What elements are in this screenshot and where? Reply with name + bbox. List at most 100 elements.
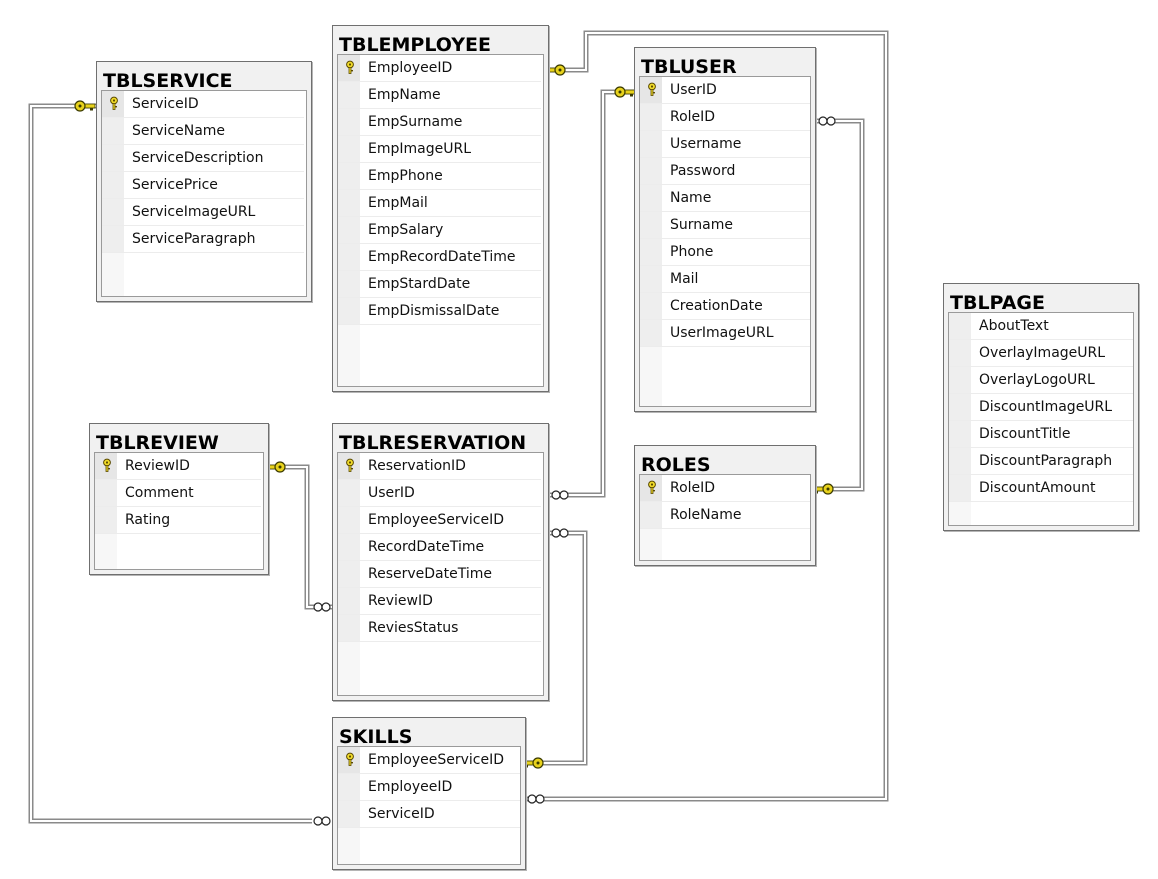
row-selector: [338, 801, 360, 827]
column-row[interactable]: DiscountTitle: [949, 421, 1133, 448]
column-name: ReservationID: [368, 458, 466, 474]
row-selector: [338, 190, 360, 216]
column-row[interactable]: AboutText: [949, 313, 1133, 340]
row-selector: [949, 394, 971, 420]
key-icon: [812, 483, 834, 495]
column-name: EmpMail: [368, 195, 428, 211]
column-row[interactable]: ServiceParagraph: [102, 226, 304, 253]
column-row[interactable]: EmpSalary: [338, 217, 541, 244]
column-name: EmployeeServiceID: [368, 512, 504, 528]
column-row[interactable]: ReserveDateTime: [338, 561, 541, 588]
column-row[interactable]: ReviewID: [95, 453, 261, 480]
column-row[interactable]: ReservationID: [338, 453, 541, 480]
row-selector: [640, 212, 662, 238]
column-row[interactable]: ReviewID: [338, 588, 541, 615]
column-row[interactable]: Rating: [95, 507, 261, 534]
column-row[interactable]: EmployeeServiceID: [338, 507, 541, 534]
column-row[interactable]: UserID: [640, 77, 810, 104]
table-tblreservation[interactable]: TBLRESERVATION ReservationID UserID Employe…: [332, 423, 549, 701]
column-name: Mail: [670, 271, 699, 287]
table-title: ROLES: [641, 454, 711, 476]
column-row[interactable]: OverlayImageURL: [949, 340, 1133, 367]
row-selector: [949, 421, 971, 447]
column-name: EmployeeServiceID: [368, 752, 504, 768]
relationship-review-reservation[interactable]: [264, 461, 332, 612]
column-row[interactable]: ReviesStatus: [338, 615, 541, 642]
column-name: Rating: [125, 512, 171, 528]
row-selector: [338, 136, 360, 162]
column-row[interactable]: EmpSurname: [338, 109, 541, 136]
column-row[interactable]: EmployeeID: [338, 774, 520, 801]
column-row[interactable]: EmpRecordDateTime: [338, 244, 541, 271]
column-row[interactable]: EmpImageURL: [338, 136, 541, 163]
column-row[interactable]: Surname: [640, 212, 810, 239]
column-row[interactable]: UserID: [338, 480, 541, 507]
column-row[interactable]: ServiceImageURL: [102, 199, 304, 226]
primary-key-icon: [338, 453, 360, 479]
row-selector: [338, 244, 360, 270]
key-icon: [522, 757, 544, 769]
column-row[interactable]: ServiceDescription: [102, 145, 304, 172]
column-name: Comment: [125, 485, 194, 501]
column-name: ServiceID: [368, 806, 435, 822]
column-row[interactable]: EmployeeID: [338, 55, 541, 82]
column-row[interactable]: RoleName: [640, 502, 810, 529]
row-selector: [95, 507, 117, 533]
row-selector: [102, 145, 124, 171]
column-row[interactable]: UserImageURL: [640, 320, 810, 347]
column-row[interactable]: EmpDismissalDate: [338, 298, 541, 325]
row-selector: [338, 82, 360, 108]
column-name: EmployeeID: [368, 779, 453, 795]
table-title: TBLEMPLOYEE: [339, 34, 491, 56]
key-icon: [74, 100, 96, 112]
column-row[interactable]: Mail: [640, 266, 810, 293]
column-row[interactable]: Comment: [95, 480, 261, 507]
column-name: ReviesStatus: [368, 620, 459, 636]
column-row[interactable]: EmpStardDate: [338, 271, 541, 298]
row-selector: [338, 480, 360, 506]
column-row[interactable]: Password: [640, 158, 810, 185]
column-name: EmpDismissalDate: [368, 303, 500, 319]
column-row[interactable]: ServiceID: [102, 91, 304, 118]
relationship-employee-skills[interactable]: [527, 30, 889, 804]
column-row[interactable]: EmpName: [338, 82, 541, 109]
column-row[interactable]: Phone: [640, 239, 810, 266]
column-row[interactable]: ServicePrice: [102, 172, 304, 199]
column-row[interactable]: Username: [640, 131, 810, 158]
relationship-user-reservation[interactable]: [549, 86, 636, 500]
column-row[interactable]: Name: [640, 185, 810, 212]
table-title: TBLPAGE: [950, 292, 1046, 314]
column-row[interactable]: ServiceID: [338, 801, 520, 828]
column-row[interactable]: CreationDate: [640, 293, 810, 320]
row-selector: [949, 313, 971, 339]
table-title: TBLRESERVATION: [339, 432, 527, 454]
column-row[interactable]: EmpMail: [338, 190, 541, 217]
column-row[interactable]: RoleID: [640, 104, 810, 131]
row-selector: [640, 293, 662, 319]
column-row[interactable]: RecordDateTime: [338, 534, 541, 561]
column-list: ReservationID UserID EmployeeServiceID Reco…: [337, 452, 544, 696]
relationship-skills-reservation[interactable]: [522, 528, 588, 769]
column-name: EmployeeID: [368, 60, 453, 76]
relationship-service-skills[interactable]: [28, 100, 331, 826]
column-name: CreationDate: [670, 298, 763, 314]
key-icon: [544, 64, 566, 76]
relationship-roles-user[interactable]: [812, 116, 865, 495]
column-row[interactable]: ServiceName: [102, 118, 304, 145]
column-row[interactable]: DiscountAmount: [949, 475, 1133, 502]
column-row[interactable]: DiscountImageURL: [949, 394, 1133, 421]
column-row[interactable]: RoleID: [640, 475, 810, 502]
column-row[interactable]: DiscountParagraph: [949, 448, 1133, 475]
column-row[interactable]: OverlayLogoURL: [949, 367, 1133, 394]
column-row[interactable]: EmployeeServiceID: [338, 747, 520, 774]
column-row[interactable]: EmpPhone: [338, 163, 541, 190]
